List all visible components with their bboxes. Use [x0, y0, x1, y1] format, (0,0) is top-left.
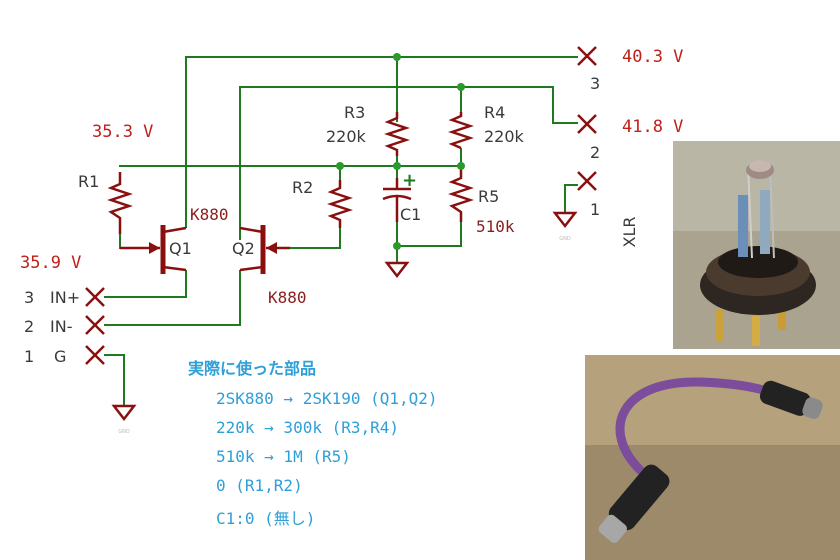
r5-name: R5 [478, 187, 499, 206]
input-pin-3: 3 [24, 288, 34, 307]
xlr-label: XLR [620, 217, 639, 248]
input-pin-2: 2 [24, 317, 34, 336]
parts-notes: 実際に使った部品 2SK880 → 2SK190 (Q1,Q2) 220k → … [188, 355, 548, 539]
q2-name: Q2 [232, 239, 255, 258]
resistor-r4 [448, 112, 474, 150]
c1-plus-sign: + [402, 170, 417, 191]
ground-symbol-c1 [384, 261, 410, 279]
r1-name: R1 [78, 172, 99, 191]
xlr-pin-3: 3 [590, 74, 600, 93]
parts-note-line: 2SK880 → 2SK190 (Q1,Q2) [216, 389, 438, 408]
transistor-q2 [239, 225, 290, 274]
parts-note-line: C1:0 (無し) [216, 509, 316, 528]
r4-name: R4 [484, 103, 505, 122]
parts-note-line: 0 (R1,R2) [216, 476, 303, 495]
voltage-label-2: 41.8 V [622, 117, 683, 137]
parts-note-line: 510k → 1M (R5) [216, 447, 351, 466]
transistor-q1 [120, 225, 187, 274]
voltage-label-3: 35.3 V [92, 122, 153, 142]
xlr-terminals [577, 46, 597, 191]
q2-type: K880 [268, 288, 307, 307]
gnd-caption-xlr: GND [559, 236, 571, 242]
q1-name: Q1 [169, 239, 192, 258]
photo-capsule [673, 141, 840, 349]
gnd-caption-input: GND [118, 429, 130, 435]
ground-symbol-xlr: GND [552, 211, 578, 242]
r5-value: 510k [476, 217, 515, 236]
capacitor-c1 [382, 178, 412, 222]
junctions [336, 53, 465, 250]
voltage-label-4: 35.9 V [20, 253, 81, 273]
input-label-in-minus: IN- [50, 317, 72, 336]
resistor-r1 [107, 172, 133, 234]
xlr-pin-1: 1 [590, 200, 600, 219]
voltage-label-1: 40.3 V [622, 47, 683, 67]
ground-symbol-input: GND [111, 404, 137, 435]
input-pin-1: 1 [24, 347, 34, 366]
c1-name: C1 [400, 205, 421, 224]
xlr-pin-2: 2 [590, 143, 600, 162]
input-terminals [85, 287, 105, 365]
resistor-r3 [384, 112, 410, 156]
q1-type: K880 [190, 205, 229, 224]
r3-name: R3 [344, 103, 365, 122]
resistor-r2 [327, 180, 353, 228]
parts-note-line: 220k → 300k (R3,R4) [216, 418, 400, 437]
photo-xlr-cable [585, 355, 840, 560]
r4-value: 220k [484, 127, 525, 146]
input-label-gnd: G [54, 347, 66, 366]
parts-notes-title: 実際に使った部品 [188, 359, 317, 378]
r2-name: R2 [292, 178, 313, 197]
input-label-in-plus: IN+ [50, 288, 80, 307]
r3-value: 220k [326, 127, 367, 146]
resistor-r5 [448, 170, 474, 222]
